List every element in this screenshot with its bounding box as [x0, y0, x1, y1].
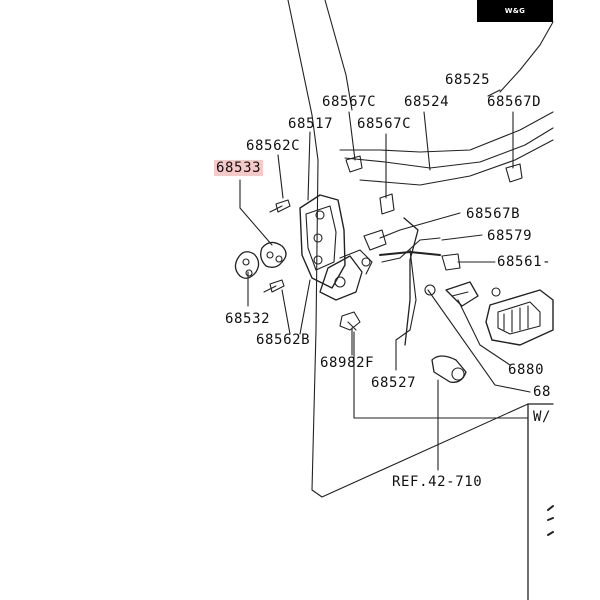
clip-68567C-a — [345, 155, 363, 173]
part-label-68-cut: 68 — [533, 384, 552, 400]
brand-watermark: W&G — [477, 0, 553, 22]
part-label-68567B: 68567B — [466, 206, 521, 222]
leader-68579 — [441, 234, 483, 241]
leader-68527 — [395, 249, 417, 371]
leader-68533 — [239, 179, 273, 246]
leader-68524 — [423, 111, 431, 171]
leader-68517 — [307, 131, 311, 201]
actuator-ref42-710 — [431, 355, 467, 383]
part-label-68567D: 68567D — [487, 94, 542, 110]
clip-68567B — [363, 229, 387, 251]
leader-68527-b — [353, 331, 529, 419]
part-label-68567C-a: 68567C — [322, 94, 377, 110]
leader-68567B — [379, 212, 461, 239]
link-rod — [379, 251, 441, 256]
link-rod-3 — [403, 217, 419, 346]
link-rod-2 — [381, 237, 441, 263]
part-label-68525: 68525 — [445, 72, 491, 88]
inset-note: W/ — [533, 409, 552, 425]
clip-68561 — [441, 253, 461, 271]
leader-68525 — [487, 89, 501, 97]
highlight-68533: 68533 — [214, 160, 264, 176]
clip-68567D — [505, 163, 523, 183]
door-frame-line — [499, 21, 554, 93]
part-label-68567C-b: 68567C — [357, 116, 412, 132]
screw-68562C — [269, 199, 291, 213]
part-label-68562C: 68562C — [246, 138, 301, 154]
leader-68562B — [281, 289, 291, 335]
part-label-68562B: 68562B — [256, 332, 311, 348]
part-label-68524: 68524 — [404, 94, 450, 110]
rod-upper — [339, 111, 554, 153]
striker-shim — [234, 251, 260, 279]
part-label-68532: 68532 — [225, 311, 271, 327]
inset-frame — [527, 403, 554, 600]
striker-plate — [260, 241, 287, 268]
leader-68562B-b — [299, 279, 311, 335]
handle-bracket — [445, 281, 479, 307]
part-label-68527: 68527 — [371, 375, 417, 391]
door-inner-outline — [324, 0, 353, 111]
part-label-6880: 6880 — [508, 362, 545, 378]
part-label-68982F: 68982F — [320, 355, 375, 371]
rod-middle — [344, 127, 554, 169]
reference-label: REF.42-710 — [392, 474, 483, 490]
leader-68562C — [277, 154, 284, 199]
screw-68562B — [263, 279, 285, 293]
leader-68-cut — [427, 289, 531, 393]
part-label-68533: 68533 — [214, 160, 264, 176]
part-label-68517: 68517 — [288, 116, 334, 132]
rod-lower — [359, 139, 554, 186]
clip-68982F — [339, 311, 361, 331]
part-label-68579: 68579 — [487, 228, 533, 244]
part-label-68561: 68561- — [497, 254, 552, 270]
clip-68567C-b — [379, 193, 395, 215]
leader-68567C-a — [348, 111, 356, 161]
leader-6880 — [457, 299, 511, 366]
door-outline — [287, 0, 529, 498]
outside-handle — [485, 289, 554, 346]
latch-body — [299, 194, 346, 289]
